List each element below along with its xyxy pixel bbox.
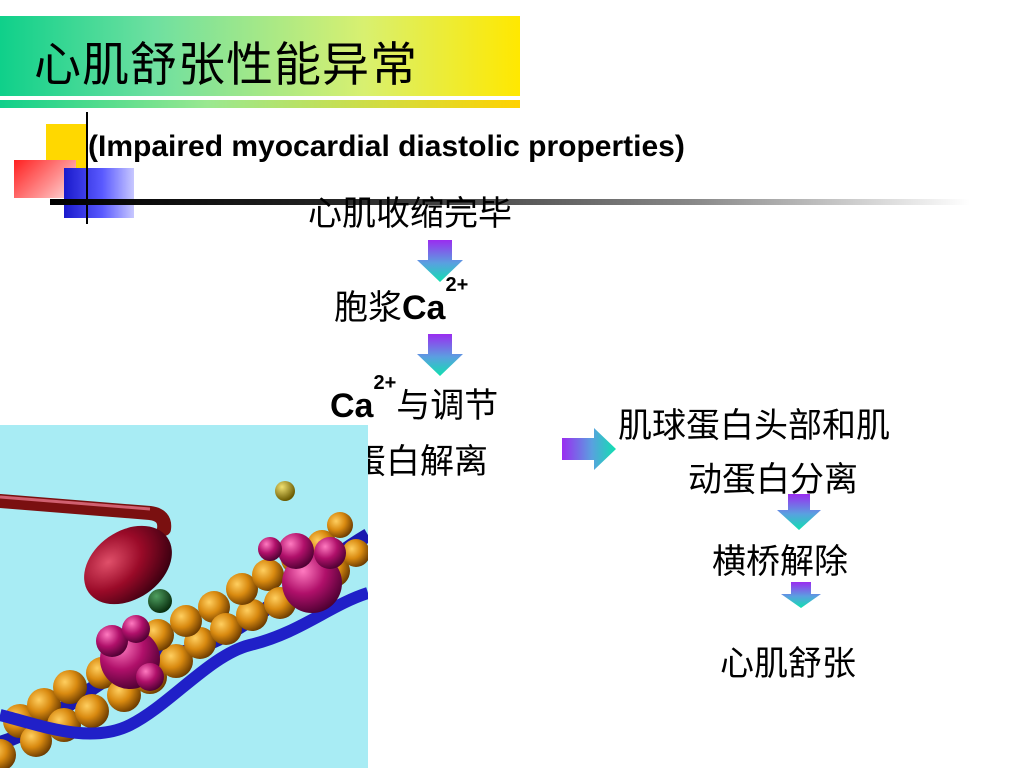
down-arrow-icon bbox=[777, 494, 821, 530]
flow-step-calcium-dissociation: Ca2+与调节 bbox=[330, 372, 499, 427]
right-arrow-icon bbox=[562, 428, 616, 470]
title-underline bbox=[0, 100, 520, 108]
cytoplasm-label: 胞浆 bbox=[334, 288, 402, 328]
title-banner bbox=[0, 16, 520, 96]
decor-blue-square bbox=[64, 168, 134, 218]
page-subtitle: (Impaired myocardial diastolic propertie… bbox=[88, 130, 685, 163]
down-arrow-icon bbox=[417, 334, 463, 376]
flow-step-cytoplasmic-calcium: 胞浆Ca2+ bbox=[334, 274, 468, 329]
flow-step-myosin-actin-separation-line2: 动蛋白分离 bbox=[688, 460, 858, 500]
flow-step-myosin-actin-separation: 肌球蛋白头部和肌 bbox=[618, 406, 890, 446]
page-title: 心肌舒张性能异常 bbox=[34, 38, 418, 93]
down-arrow-icon bbox=[417, 240, 463, 282]
flow-step-myocardial-relaxation: 心肌舒张 bbox=[720, 644, 856, 684]
decor-vertical-line bbox=[86, 112, 88, 224]
down-arrow-icon bbox=[781, 582, 821, 608]
dissociation-line1: 与调节 bbox=[396, 386, 499, 426]
actin-myosin-illustration bbox=[0, 425, 368, 768]
calcium-charge: 2+ bbox=[373, 372, 397, 394]
decor-horizontal-rule bbox=[50, 199, 970, 205]
calcium-charge: 2+ bbox=[445, 274, 469, 296]
flow-step-contraction-complete: 心肌收缩完毕 bbox=[308, 194, 512, 234]
calcium-symbol: Ca bbox=[330, 387, 374, 425]
calcium-ion-label: Ca2+ bbox=[402, 274, 468, 327]
flow-step-cross-bridge-release: 横桥解除 bbox=[712, 542, 848, 582]
calcium-ion-label: Ca2+ bbox=[330, 372, 396, 425]
calcium-symbol: Ca bbox=[402, 289, 446, 327]
flow-step-calcium-dissociation-line2: 蛋白解离 bbox=[352, 442, 488, 482]
